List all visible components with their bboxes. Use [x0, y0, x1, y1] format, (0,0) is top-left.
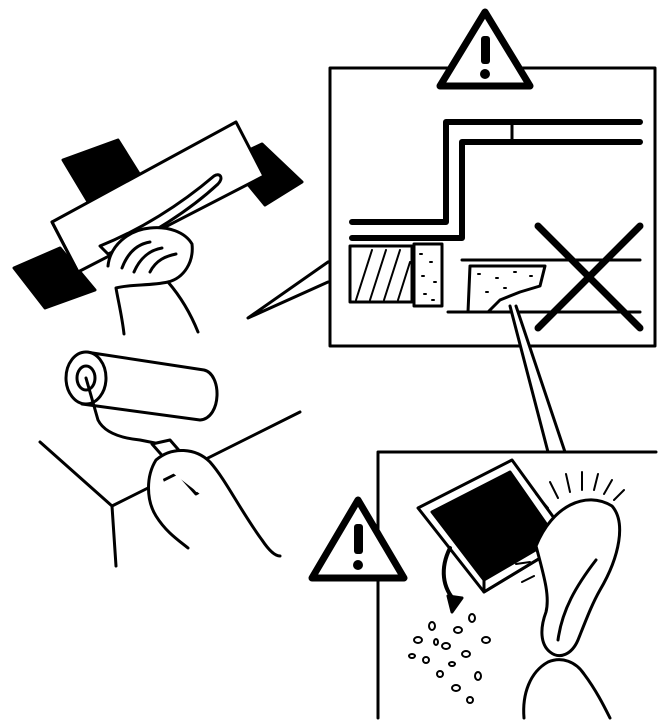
warning-icon: [440, 12, 530, 86]
detail-callout: [248, 12, 655, 346]
roller-scene: [40, 352, 300, 566]
hand: [108, 228, 198, 334]
debris-icon: [409, 614, 490, 703]
warning-icon: [312, 500, 404, 578]
hand: [524, 660, 610, 718]
trowel-scene: [14, 122, 302, 334]
cleanup-callout: [312, 452, 656, 718]
hand: [149, 450, 281, 556]
